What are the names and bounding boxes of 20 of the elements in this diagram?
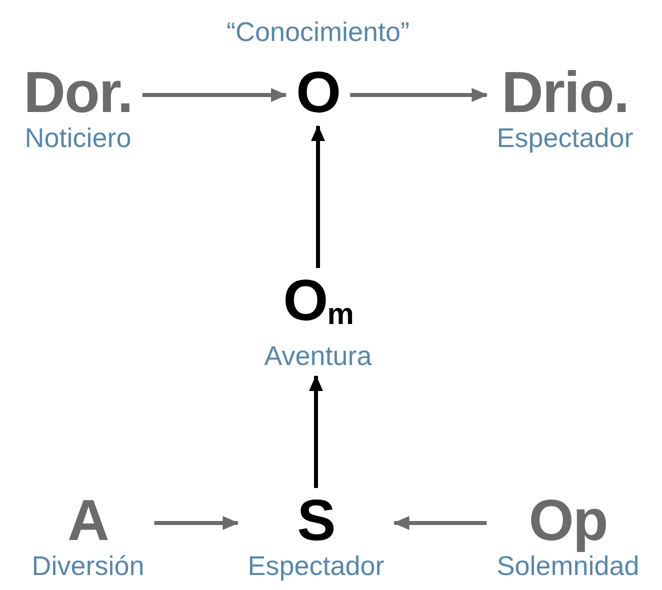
node-symbol: Dor.: [24, 64, 132, 122]
node-caption: Noticiero: [24, 122, 132, 154]
arrow: [309, 375, 323, 488]
arrow: [142, 88, 287, 102]
node-caption: Espectador: [248, 550, 384, 582]
node-caption: “Conocimiento”: [226, 16, 410, 48]
arrow: [154, 516, 239, 530]
node-symbol: Drio.: [501, 64, 629, 122]
node-symbol: O: [296, 64, 340, 122]
node-symbol: A: [68, 492, 108, 550]
node-caption: Solemnidad: [496, 551, 640, 582]
arrow: [350, 88, 488, 102]
node-caption: Aventura: [264, 340, 372, 372]
node-symbol: O$_{m}$: [283, 272, 353, 335]
arrow: [311, 125, 325, 268]
node-caption: Diversión: [32, 550, 144, 582]
node-caption: Espectador: [496, 122, 634, 154]
node-symbol: S: [297, 492, 335, 550]
arrow: [393, 516, 487, 530]
node-symbol: Op: [528, 492, 608, 550]
